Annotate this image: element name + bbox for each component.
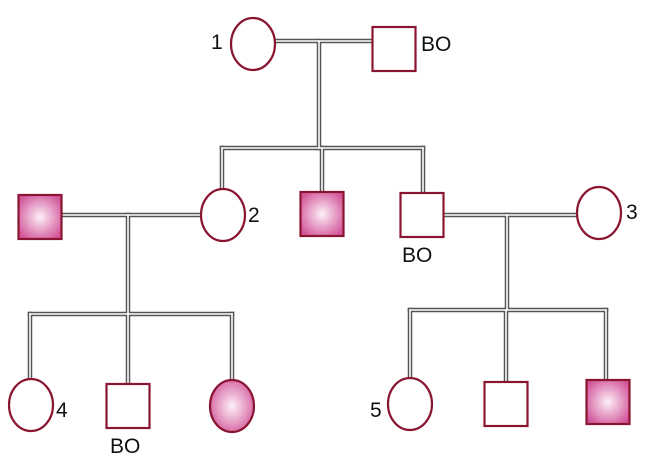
unaffected-male-ii-4 xyxy=(399,191,445,239)
label-bo-son: BO xyxy=(402,244,433,267)
relationship-lines xyxy=(27,38,609,388)
unaffected-male-iii-5 xyxy=(483,380,529,428)
unaffected-female-i-1 xyxy=(229,16,277,72)
affected-female-iii-3 xyxy=(208,378,256,434)
affected-male-ii-3 xyxy=(299,190,345,238)
label-5: 5 xyxy=(370,399,382,422)
label-bo-father: BO xyxy=(421,33,452,56)
label-1: 1 xyxy=(211,31,223,54)
unaffected-male-iii-2 xyxy=(105,382,151,430)
unaffected-male-i-2 xyxy=(371,25,417,73)
unaffected-female-iii-4 xyxy=(386,376,434,432)
affected-male-iii-6 xyxy=(585,378,631,426)
unaffected-female-ii-2 xyxy=(199,187,247,243)
label-2: 2 xyxy=(248,204,260,227)
unaffected-female-iii-1 xyxy=(7,377,55,433)
affected-male-ii-1 xyxy=(17,193,63,241)
label-4: 4 xyxy=(56,399,68,422)
label-bo-grandson: BO xyxy=(110,435,141,458)
label-3: 3 xyxy=(626,201,638,224)
unaffected-female-ii-5 xyxy=(575,185,623,241)
